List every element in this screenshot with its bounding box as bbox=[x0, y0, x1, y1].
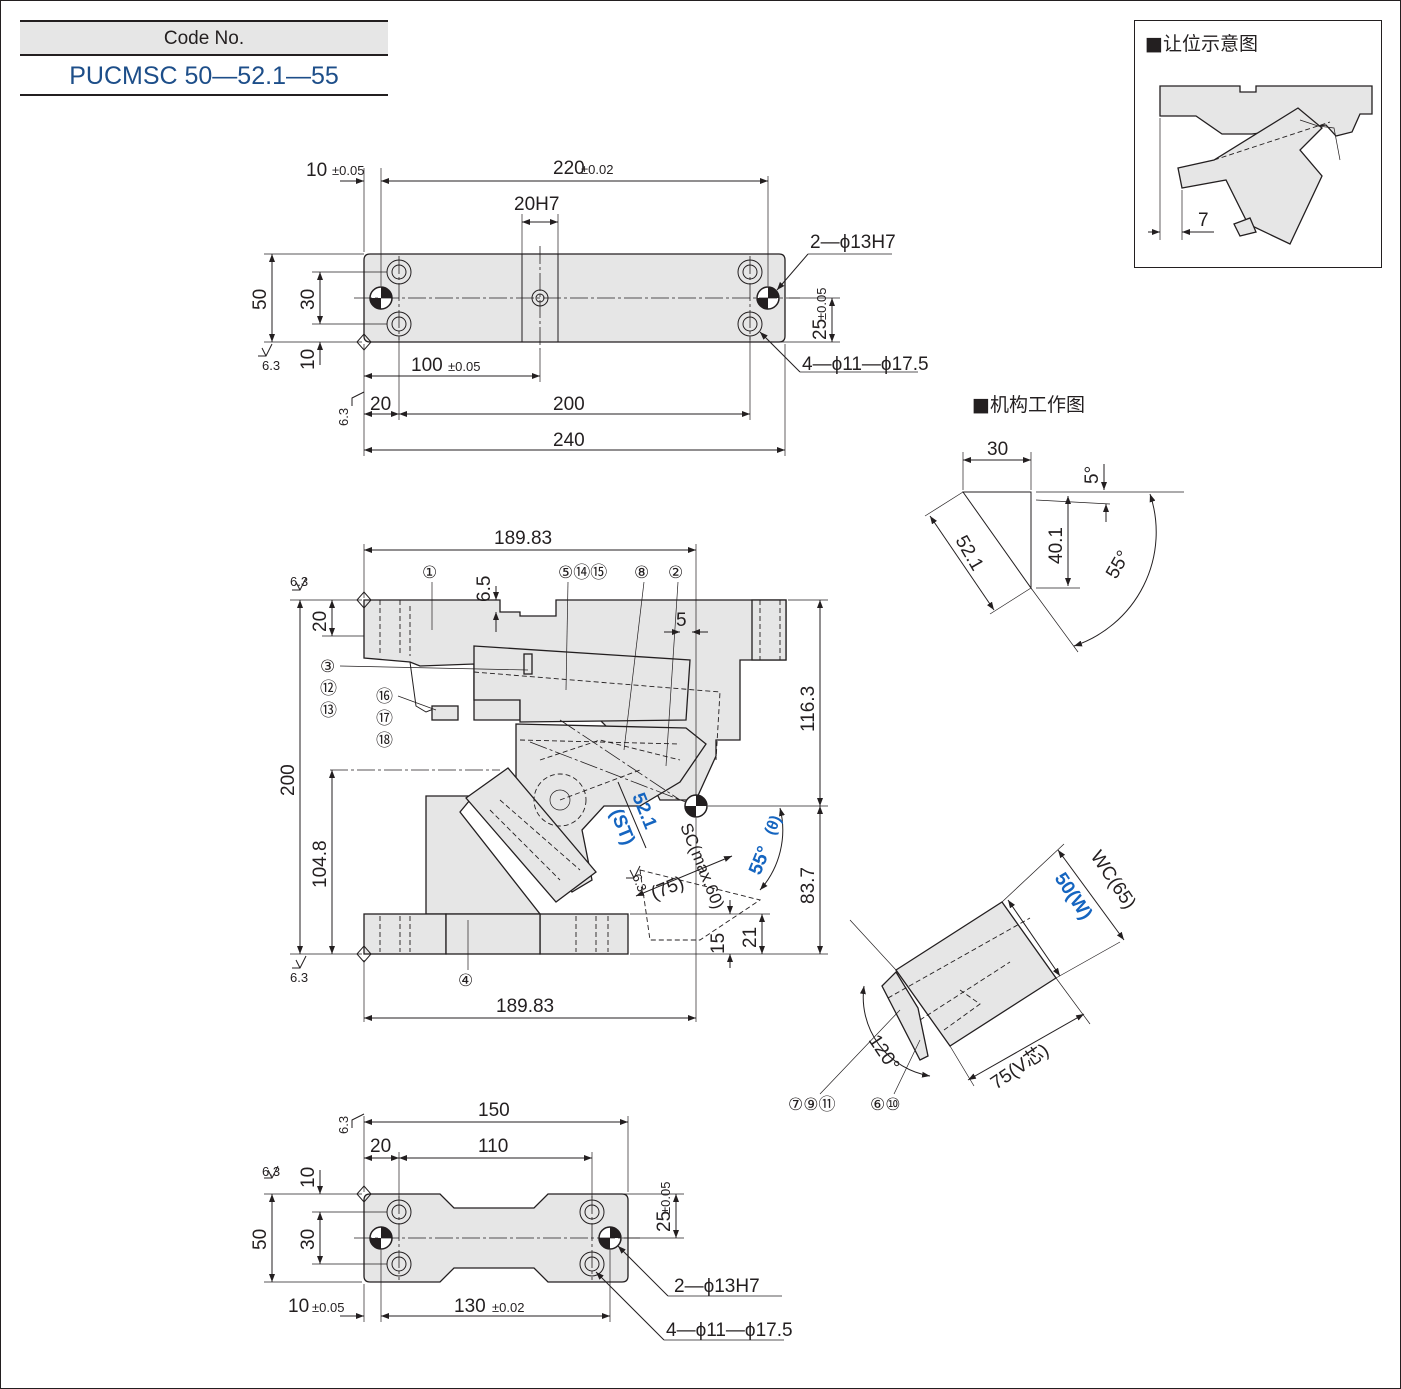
balloon-part-13: ⑬ bbox=[320, 701, 337, 721]
front-base-left bbox=[363, 913, 447, 955]
bottom-note-holes: 4—ϕ11—ϕ17.5 bbox=[666, 1320, 793, 1341]
bottom-note-pin: 2—ϕ13H7 bbox=[674, 1276, 760, 1297]
code-value: PUCMSC 50—52.1—55 bbox=[20, 58, 388, 96]
balloon-part-8: ⑧ bbox=[634, 563, 649, 583]
top-dim-10: 10 bbox=[306, 160, 327, 181]
bottom-dim-130: 130 bbox=[454, 1296, 486, 1317]
front-rough-3: 6.3 bbox=[629, 872, 650, 894]
top-dim-200: 200 bbox=[553, 394, 585, 415]
cam-dim-angle: 120° bbox=[864, 1031, 903, 1075]
front-rough-2: 6.3 bbox=[290, 970, 308, 985]
balloon-part-2: ② bbox=[668, 563, 683, 583]
top-dim-100: 100 bbox=[411, 355, 443, 376]
balloon-part-4: ④ bbox=[458, 971, 473, 991]
front-dim-116-3: 116.3 bbox=[798, 686, 819, 732]
part-cam-slider bbox=[465, 767, 597, 903]
code-box: Code No. PUCMSC 50—52.1—55 bbox=[20, 20, 388, 96]
balloon-parts-6-10: ⑥⑩ bbox=[870, 1095, 900, 1115]
front-dim-15: 15 bbox=[708, 933, 729, 954]
bottom-dim-30: 30 bbox=[298, 1229, 319, 1250]
top-tol-220: ±0.02 bbox=[581, 162, 613, 177]
front-dim-5: 5 bbox=[676, 610, 687, 631]
top-tol-100: ±0.05 bbox=[448, 359, 480, 374]
mech-dim-55deg: 55° bbox=[1102, 547, 1135, 582]
top-dim-20: 20 bbox=[370, 394, 391, 415]
front-dim-200: 200 bbox=[278, 764, 299, 796]
front-dim-189-bottom: 189.83 bbox=[496, 996, 554, 1017]
bottom-dim-25: 25 bbox=[654, 1211, 675, 1232]
bottom-dim-150: 150 bbox=[478, 1100, 510, 1121]
cam-dim-w: 50(W) bbox=[1050, 869, 1096, 924]
bottom-dim-10: 10 bbox=[298, 1167, 319, 1188]
balloon-part-17: ⑰ bbox=[376, 709, 393, 729]
top-dim-50: 50 bbox=[250, 289, 271, 310]
mech-dim-5deg: 5° bbox=[1082, 466, 1103, 484]
front-label-angle: 55° bbox=[745, 843, 775, 878]
bottom-dim-10b: 10 bbox=[288, 1296, 309, 1317]
bottom-dim-20: 20 bbox=[370, 1136, 391, 1157]
balloon-parts-7-9-11: ⑦⑨⑪ bbox=[788, 1095, 835, 1115]
front-dim-21: 21 bbox=[740, 927, 761, 948]
front-dim-6-5: 6.5 bbox=[474, 576, 495, 602]
front-dim-83-7: 83.7 bbox=[798, 867, 819, 904]
relief-diagram: 7 bbox=[1148, 85, 1373, 245]
top-dim-240: 240 bbox=[553, 430, 585, 451]
top-note-pin: 2—ϕ13H7 bbox=[810, 232, 896, 253]
top-dim-25: 25 bbox=[810, 319, 831, 340]
top-tol-25: ±0.05 bbox=[814, 288, 829, 320]
top-tol-10: ±0.05 bbox=[332, 163, 364, 178]
bottom-tol-25: ±0.05 bbox=[658, 1182, 673, 1214]
balloon-part-12: ⑫ bbox=[320, 679, 337, 699]
front-rough-1: 6.3 bbox=[290, 574, 308, 589]
front-base-right bbox=[539, 913, 629, 955]
top-dim-30: 30 bbox=[298, 289, 319, 310]
cam-view: WC(65) 50(W) 75(V芯) 120° ⑦⑨⑪ ⑥⑩ bbox=[788, 843, 1140, 1115]
relief-diagram-title: ■让位示意图 bbox=[1145, 33, 1258, 55]
relief-diagram-box: ■让位示意图 bbox=[1134, 20, 1382, 268]
bottom-dim-50: 50 bbox=[250, 1229, 271, 1250]
balloon-parts-5-14-15: ⑤⑭⑮ bbox=[558, 563, 607, 583]
top-view: 10 ±0.05 220 ±0.02 20H7 50 30 10 6.3 100… bbox=[250, 158, 929, 456]
relief-pin bbox=[1233, 217, 1257, 237]
top-rough-1: 6.3 bbox=[262, 358, 280, 373]
front-label-sc: SC(max.60) bbox=[676, 820, 728, 911]
mechanism-triangle bbox=[962, 491, 1032, 590]
top-dim-20h7: 20H7 bbox=[514, 194, 559, 215]
code-header: Code No. bbox=[20, 20, 388, 56]
top-dim-220: 220 bbox=[553, 158, 585, 179]
bottom-rough-1: 6.3 bbox=[336, 1116, 351, 1134]
top-note-holes: 4—ϕ11—ϕ17.5 bbox=[802, 354, 929, 375]
front-dim-20: 20 bbox=[310, 611, 331, 632]
balloon-part-3: ③ bbox=[320, 657, 335, 677]
bottom-tol-130: ±0.02 bbox=[492, 1300, 524, 1315]
bottom-view: 150 20 110 6.3 6.3 10 30 50 25 ±0.05 10 … bbox=[250, 1100, 793, 1341]
bottom-rough-2: 6.3 bbox=[262, 1164, 280, 1179]
cam-dim-wc: WC(65) bbox=[1086, 847, 1140, 913]
relief-slider bbox=[1177, 107, 1323, 245]
balloon-part-1: ① bbox=[422, 563, 437, 583]
top-dim-10b: 10 bbox=[298, 349, 319, 370]
front-dim-189-top: 189.83 bbox=[494, 528, 552, 549]
front-dim-104-8: 104.8 bbox=[310, 840, 331, 888]
front-view: 189.83 6.5 20 5 200 104.8 6.3 6.3 116.3 … bbox=[278, 528, 828, 1022]
front-label-theta: (θ) bbox=[762, 813, 785, 837]
mech-dim-40-1: 40.1 bbox=[1046, 527, 1067, 564]
mech-dim-30: 30 bbox=[987, 439, 1008, 460]
mechanism-diagram-title: ■机构工作图 bbox=[972, 394, 1085, 416]
bottom-dim-110: 110 bbox=[478, 1136, 508, 1157]
balloon-part-18: ⑱ bbox=[376, 731, 393, 751]
mech-dim-52-1: 52.1 bbox=[951, 532, 988, 575]
dowel-pin-front bbox=[684, 794, 708, 818]
relief-dim-7: 7 bbox=[1198, 210, 1209, 231]
top-rough-2: 6.3 bbox=[336, 408, 351, 426]
bottom-tol-10b: ±0.05 bbox=[312, 1300, 344, 1315]
balloon-part-16: ⑯ bbox=[376, 687, 393, 707]
cam-dim-v: 75(V芯) bbox=[986, 1039, 1053, 1094]
relief-upper-holder bbox=[1159, 85, 1373, 137]
part-16-bolt bbox=[431, 705, 459, 721]
mechanism-diagram: 30 40.1 52.1 55° 5° bbox=[924, 439, 1184, 653]
